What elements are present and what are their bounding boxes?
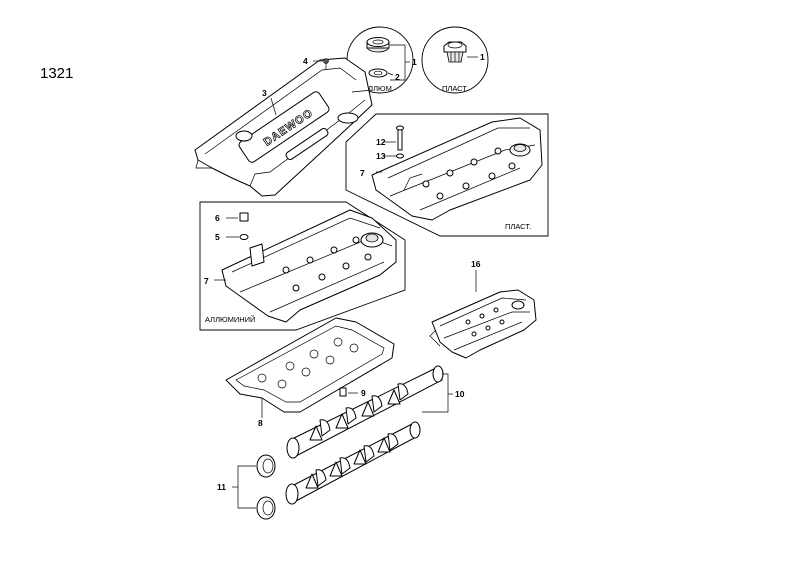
- bolt-12: [397, 127, 403, 151]
- callout-9: 9: [361, 388, 366, 398]
- callout-6: 6: [215, 213, 220, 223]
- camshaft-lower: [285, 421, 421, 505]
- caption-aluminium-full: АЛЛЮМИНИЙ: [205, 315, 255, 324]
- callout-4: 4: [303, 56, 308, 66]
- valve-cover-gasket: 8: [225, 317, 395, 428]
- bolt-6: [239, 212, 249, 222]
- caption-plastic-box: ПЛАСТ.: [505, 222, 531, 231]
- callout-11: 11: [217, 482, 226, 492]
- camshaft-seal-lower: [256, 496, 276, 520]
- oil-cap-plastic: [443, 41, 467, 53]
- caption-aluminium-short: АЛЛЮМ: [363, 84, 392, 93]
- page-number: 1321: [40, 65, 73, 82]
- inset-circle-plastic: [421, 26, 489, 94]
- logo-plate: [238, 91, 330, 163]
- seal-ring: [368, 68, 388, 78]
- oil-cap-aluminium-inset: 1 2 АЛЛЮМ: [346, 26, 417, 94]
- callout-3: 3: [262, 88, 267, 98]
- engine-cover: DAEWOO: [194, 57, 373, 197]
- washer-5: [239, 234, 249, 240]
- valve-cover-aluminium: [221, 209, 397, 323]
- oil-cap-plastic-inset: 1 ПЛАСТ.: [421, 26, 489, 94]
- camshaft-seal-upper: [256, 454, 276, 478]
- logo-emblem-icon: [235, 130, 253, 142]
- callout-1-aluminium: 1: [412, 57, 417, 67]
- callout-8: 8: [258, 418, 263, 428]
- cover-bolt: [323, 58, 329, 70]
- caption-plastic-top: ПЛАСТ.: [442, 84, 468, 93]
- callout-10: 10: [455, 389, 465, 399]
- cover-bolt-hole: [337, 112, 359, 124]
- callout-5: 5: [215, 232, 220, 242]
- callout-12: 12: [376, 137, 386, 147]
- callout-7-aluminium: 7: [204, 276, 209, 286]
- cover-rib: [285, 127, 329, 161]
- inset-box-plastic: [345, 113, 549, 237]
- aluminium-valve-cover-group: 6 5 7 АЛЛЮМИНИЙ: [199, 201, 406, 331]
- camshaft-upper: [286, 365, 444, 459]
- inset-box-aluminium: [199, 201, 406, 331]
- callout-13: 13: [376, 151, 386, 161]
- plug-9: 9: [339, 387, 366, 398]
- callout-2: 2: [395, 72, 400, 82]
- valve-cover-assembly-16: 16: [429, 259, 537, 359]
- washer-13: [396, 153, 404, 159]
- callout-1-plastic: 1: [480, 52, 485, 62]
- callout-7-plastic: 7: [360, 168, 365, 178]
- callout-16: 16: [471, 259, 481, 269]
- plastic-valve-cover-group: 12 13 7 ПЛАСТ.: [345, 113, 549, 237]
